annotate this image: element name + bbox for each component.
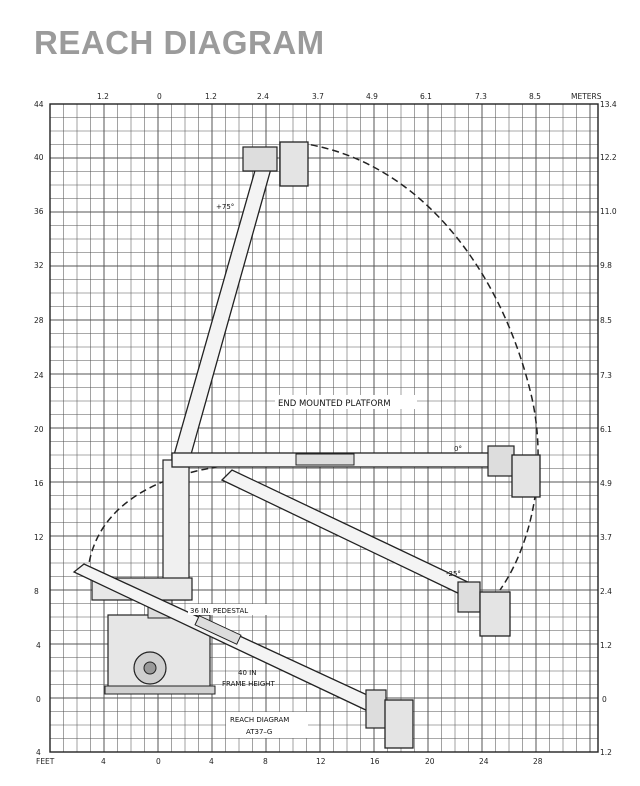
page-title: REACH DIAGRAM — [34, 24, 325, 61]
diagram-grid — [49, 103, 599, 753]
right-axis: 13.4 12.2 11.0 9.8 8.5 7.3 6.1 4.9 3.7 2… — [571, 92, 617, 757]
left-tick: 32 — [34, 261, 44, 270]
bottom-tick: 4 — [101, 757, 106, 766]
right-axis-label: METERS — [571, 92, 602, 101]
right-tick: 11.0 — [600, 207, 617, 216]
boom-joint — [457, 581, 481, 613]
pedestal-label: 36 IN. PEDESTAL — [190, 607, 248, 615]
left-tick: 28 — [34, 316, 44, 325]
platform-basket — [479, 591, 511, 637]
right-tick: 7.3 — [600, 371, 612, 380]
boom-plus-75 — [173, 141, 309, 459]
bottom-tick: 28 — [533, 757, 543, 766]
envelope-label: END MOUNTED PLATFORM — [278, 399, 391, 409]
boom-joint — [242, 146, 278, 172]
envelope-label-bg — [275, 395, 417, 409]
left-tick: 44 — [34, 100, 44, 109]
top-tick: 1.2 — [205, 92, 217, 101]
left-tick: 24 — [34, 371, 44, 380]
left-tick: 0 — [36, 695, 41, 704]
top-tick: 4.9 — [366, 92, 378, 101]
left-tick: 36 — [34, 207, 44, 216]
right-tick: 6.1 — [600, 425, 612, 434]
platform-basket — [279, 141, 309, 187]
top-tick: 7.3 — [475, 92, 487, 101]
boom-lower — [72, 563, 414, 749]
bottom-tick: 20 — [425, 757, 435, 766]
right-tick: 4.9 — [600, 479, 612, 488]
frame-height-label-2: FRAME HEIGHT — [222, 680, 276, 688]
bottom-tick: 4 — [209, 757, 214, 766]
boom-minus-25 — [220, 469, 511, 637]
left-axis: 44 40 36 32 28 24 20 16 12 8 4 0 4 FEET — [34, 100, 55, 766]
wheel-hub — [143, 661, 157, 675]
left-tick: 12 — [34, 533, 44, 542]
right-tick: 0 — [602, 695, 607, 704]
angle-label-minus-25: -25° — [446, 570, 461, 578]
boom-cylinder — [295, 453, 355, 466]
left-tick: 20 — [34, 425, 44, 434]
right-tick: 13.4 — [600, 100, 617, 109]
boom-zero — [171, 445, 541, 498]
bottom-axis: 4 0 4 8 12 16 20 24 28 — [101, 757, 543, 766]
reach-envelope-curve — [87, 142, 539, 591]
left-tick: 8 — [34, 587, 39, 596]
boom-joint — [487, 445, 515, 477]
frame-height-label-1: 40 IN — [238, 669, 256, 677]
bottom-tick: 12 — [316, 757, 326, 766]
right-tick: 9.8 — [600, 261, 612, 270]
boom-joint — [365, 689, 387, 729]
right-tick: 8.5 — [600, 316, 612, 325]
bottom-tick: 8 — [263, 757, 268, 766]
top-tick: 0 — [157, 92, 162, 101]
left-tick: 4 — [36, 641, 41, 650]
right-tick: 2.4 — [600, 587, 612, 596]
bottom-tick: 16 — [370, 757, 380, 766]
top-tick: 2.4 — [257, 92, 269, 101]
pedestal-label-bg — [188, 604, 274, 615]
top-axis: 1.2 0 1.2 2.4 3.7 4.9 6.1 7.3 8.5 — [97, 92, 541, 101]
angle-label-zero: 0° — [454, 445, 462, 453]
model-label-2: AT37–G — [246, 728, 272, 736]
model-label-1: REACH DIAGRAM — [230, 716, 289, 724]
right-tick: 12.2 — [600, 153, 617, 162]
bottom-tick: 24 — [479, 757, 489, 766]
platform-basket — [384, 699, 414, 749]
left-tick: 40 — [34, 153, 44, 162]
top-tick: 6.1 — [420, 92, 432, 101]
top-tick: 1.2 — [97, 92, 109, 101]
platform-basket — [511, 454, 541, 498]
top-tick: 3.7 — [312, 92, 324, 101]
boom-cylinder — [194, 615, 242, 645]
model-label-bg — [226, 712, 308, 738]
angle-label-plus-75: +75° — [216, 203, 234, 211]
right-tick: 1.2 — [600, 641, 612, 650]
left-tick: 16 — [34, 479, 44, 488]
right-tick: 3.7 — [600, 533, 612, 542]
right-tick: 1.2 — [600, 748, 612, 757]
top-tick: 8.5 — [529, 92, 541, 101]
left-axis-label: FEET — [36, 757, 55, 766]
bottom-tick: 0 — [156, 757, 161, 766]
frame-rail — [104, 685, 216, 695]
left-tick: 4 — [36, 748, 41, 757]
grid-border — [49, 103, 599, 753]
